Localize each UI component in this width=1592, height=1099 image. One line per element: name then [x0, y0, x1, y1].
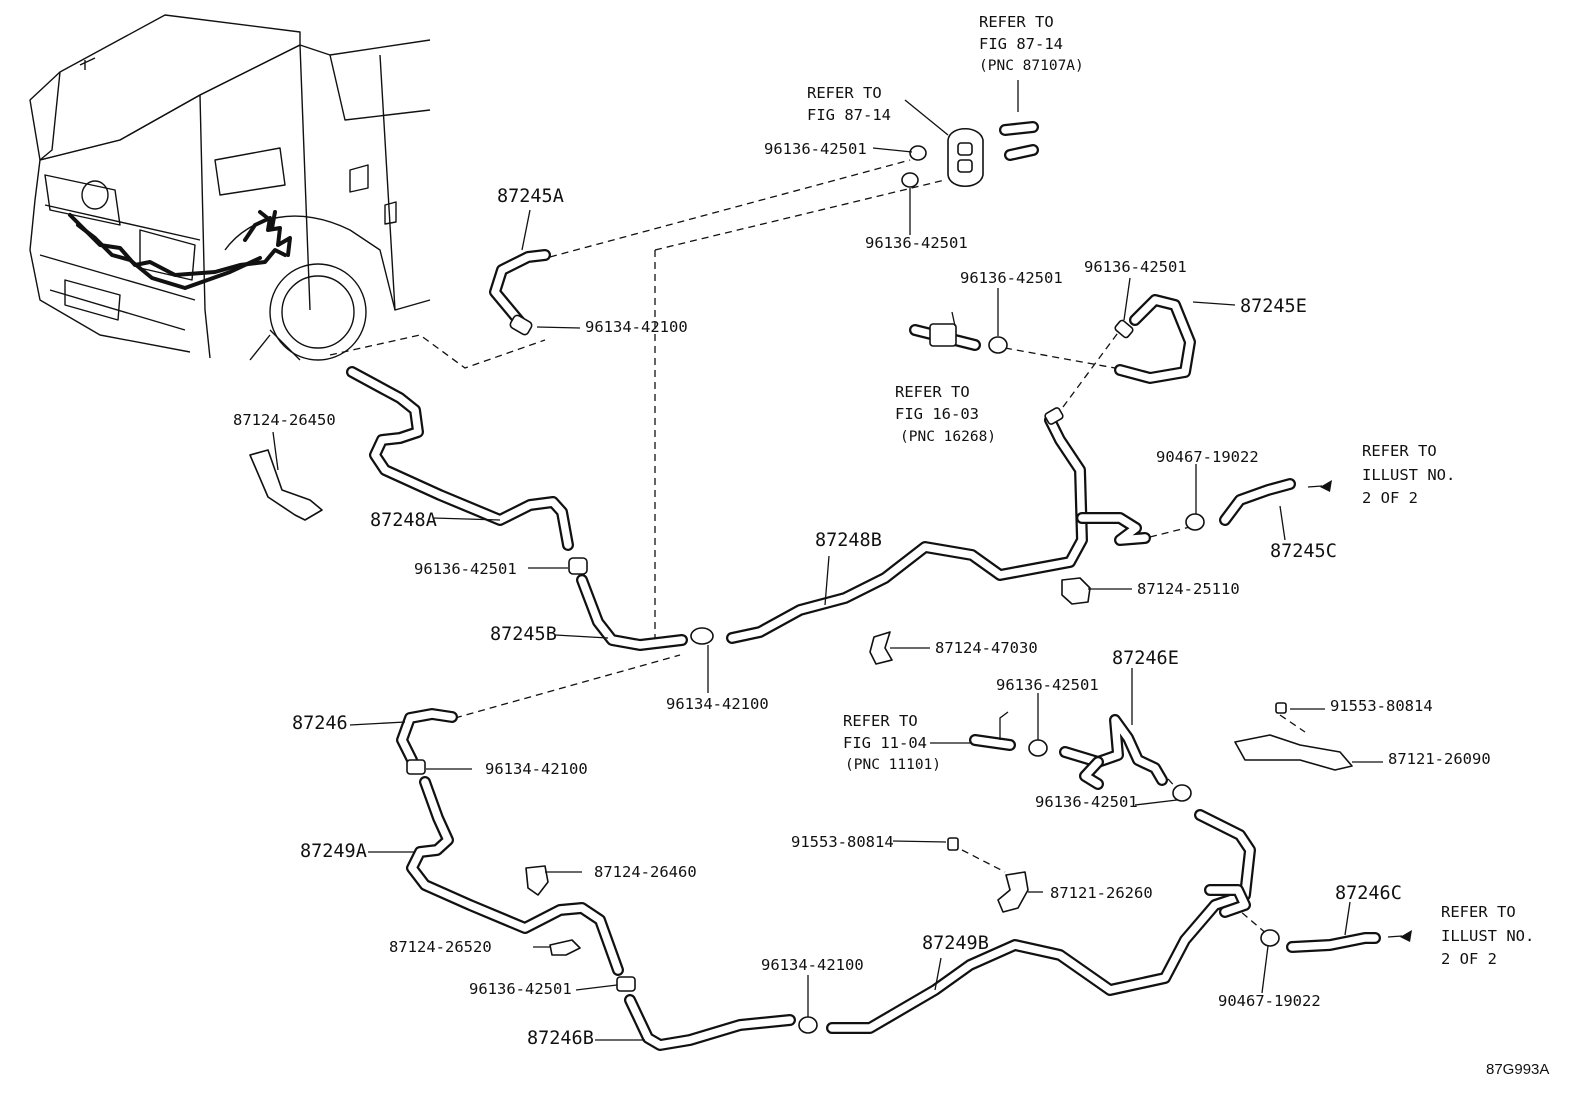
ref-fig-87-14-top-line1: REFER TO [979, 13, 1054, 31]
ref-illust-upper-line3: 2 OF 2 [1362, 489, 1418, 507]
hoses [346, 80, 1381, 1051]
part-87121-26090: 87121-26090 [1388, 750, 1491, 768]
pipe-fig-16-03 [909, 311, 981, 351]
hose-87248A [346, 366, 574, 551]
hose-label-87249A: 87249A [300, 841, 367, 862]
part-96134-42100-mid: 96134-42100 [666, 695, 769, 713]
hose-87248B-branch [1076, 512, 1151, 546]
brackets [249, 127, 1412, 956]
hose-87246B [624, 994, 796, 1051]
hose-87248B [726, 414, 1088, 644]
ref-fig-87-14-top-line3: (PNC 87107A) [979, 58, 1084, 74]
part-96136-42501-11-04: 96136-42501 [996, 676, 1099, 694]
ref-fig-11-04-line2: FIG 11-04 [843, 734, 927, 752]
part-96136-42501-bottom: 96136-42501 [469, 980, 572, 998]
part-87124-26450: 87124-26450 [233, 411, 336, 429]
hose-87245C [1219, 478, 1296, 526]
dashed-leader-lines [329, 159, 1306, 936]
part-91553-80814-lower: 91553-80814 [791, 833, 894, 851]
hose-87245A [489, 249, 551, 328]
ref-fig-11-04-line3: (PNC 11101) [845, 757, 942, 773]
hose-87249B-branch [1204, 884, 1251, 918]
part-96136-42501-fig16-b: 96136-42501 [1084, 258, 1187, 276]
part-91553-80814-upper: 91553-80814 [1330, 697, 1433, 715]
hose-label-87245C: 87245C [1270, 541, 1337, 562]
clamps [406, 145, 1280, 1034]
hose-87245B [576, 574, 688, 651]
part-96136-42501-top-a: 96136-42501 [764, 140, 867, 158]
ref-fig-87-14-line2: FIG 87-14 [807, 106, 891, 124]
hose-label-87248A: 87248A [370, 510, 437, 531]
hose-87246 [396, 708, 458, 766]
pipe-fig-11-04 [969, 711, 1016, 751]
part-87124-26460: 87124-26460 [594, 863, 697, 881]
hose-87246C [1286, 932, 1381, 953]
part-96134-42100-bottom: 96134-42100 [761, 956, 864, 974]
hose-87249A [406, 776, 624, 976]
ref-illust-upper-line1: REFER TO [1362, 442, 1437, 460]
ref-fig-16-03-line3: (PNC 16268) [900, 429, 997, 445]
van-illustration [29, 14, 431, 361]
part-90467-19022-lower: 90467-19022 [1218, 992, 1321, 1010]
hose-label-87246B: 87246B [527, 1028, 594, 1049]
ref-illust-lower-line3: 2 OF 2 [1441, 950, 1497, 968]
part-90467-19022-upper: 90467-19022 [1156, 448, 1259, 466]
part-87124-26520: 87124-26520 [389, 938, 492, 956]
hose-label-87246: 87246 [292, 713, 348, 734]
part-96136-42501-right: 96136-42501 [1035, 793, 1138, 811]
hose-87245E [1114, 294, 1196, 384]
ref-illust-lower-line2: ILLUST NO. [1441, 927, 1535, 945]
hose-label-87246E: 87246E [1112, 648, 1179, 669]
pipe-fig-87-14 [999, 80, 1039, 161]
part-87124-47030: 87124-47030 [935, 639, 1038, 657]
hose-87249B [826, 809, 1256, 1034]
hose-label-87248B: 87248B [815, 530, 882, 551]
hose-label-87245B: 87245B [490, 624, 557, 645]
ref-illust-lower-line1: REFER TO [1441, 903, 1516, 921]
hose-label-87246C: 87246C [1335, 883, 1402, 904]
hose-label-87245E: 87245E [1240, 296, 1307, 317]
ref-fig-11-04-line1: REFER TO [843, 712, 918, 730]
part-96136-42501-fig16-a: 96136-42501 [960, 269, 1063, 287]
ref-fig-16-03-line2: FIG 16-03 [895, 405, 979, 423]
ref-fig-87-14-top-line2: FIG 87-14 [979, 35, 1063, 53]
diagram-code: 87G993A [1486, 1061, 1550, 1078]
hose-label-87249B: 87249B [922, 933, 989, 954]
part-96136-42501-mid: 96136-42501 [414, 560, 517, 578]
ref-fig-87-14-line1: REFER TO [807, 84, 882, 102]
ref-fig-16-03-line1: REFER TO [895, 383, 970, 401]
leader-lines [272, 99, 1383, 1041]
hose-label-87245A: 87245A [497, 186, 564, 207]
hose-87246E [1059, 714, 1168, 790]
part-87121-26260: 87121-26260 [1050, 884, 1153, 902]
part-96134-42100-low: 96134-42100 [485, 760, 588, 778]
ref-illust-upper-line2: ILLUST NO. [1362, 466, 1456, 484]
part-96136-42501-top-b: 96136-42501 [865, 234, 968, 252]
part-96134-42100-a: 96134-42100 [585, 318, 688, 336]
part-87124-25110: 87124-25110 [1137, 580, 1240, 598]
